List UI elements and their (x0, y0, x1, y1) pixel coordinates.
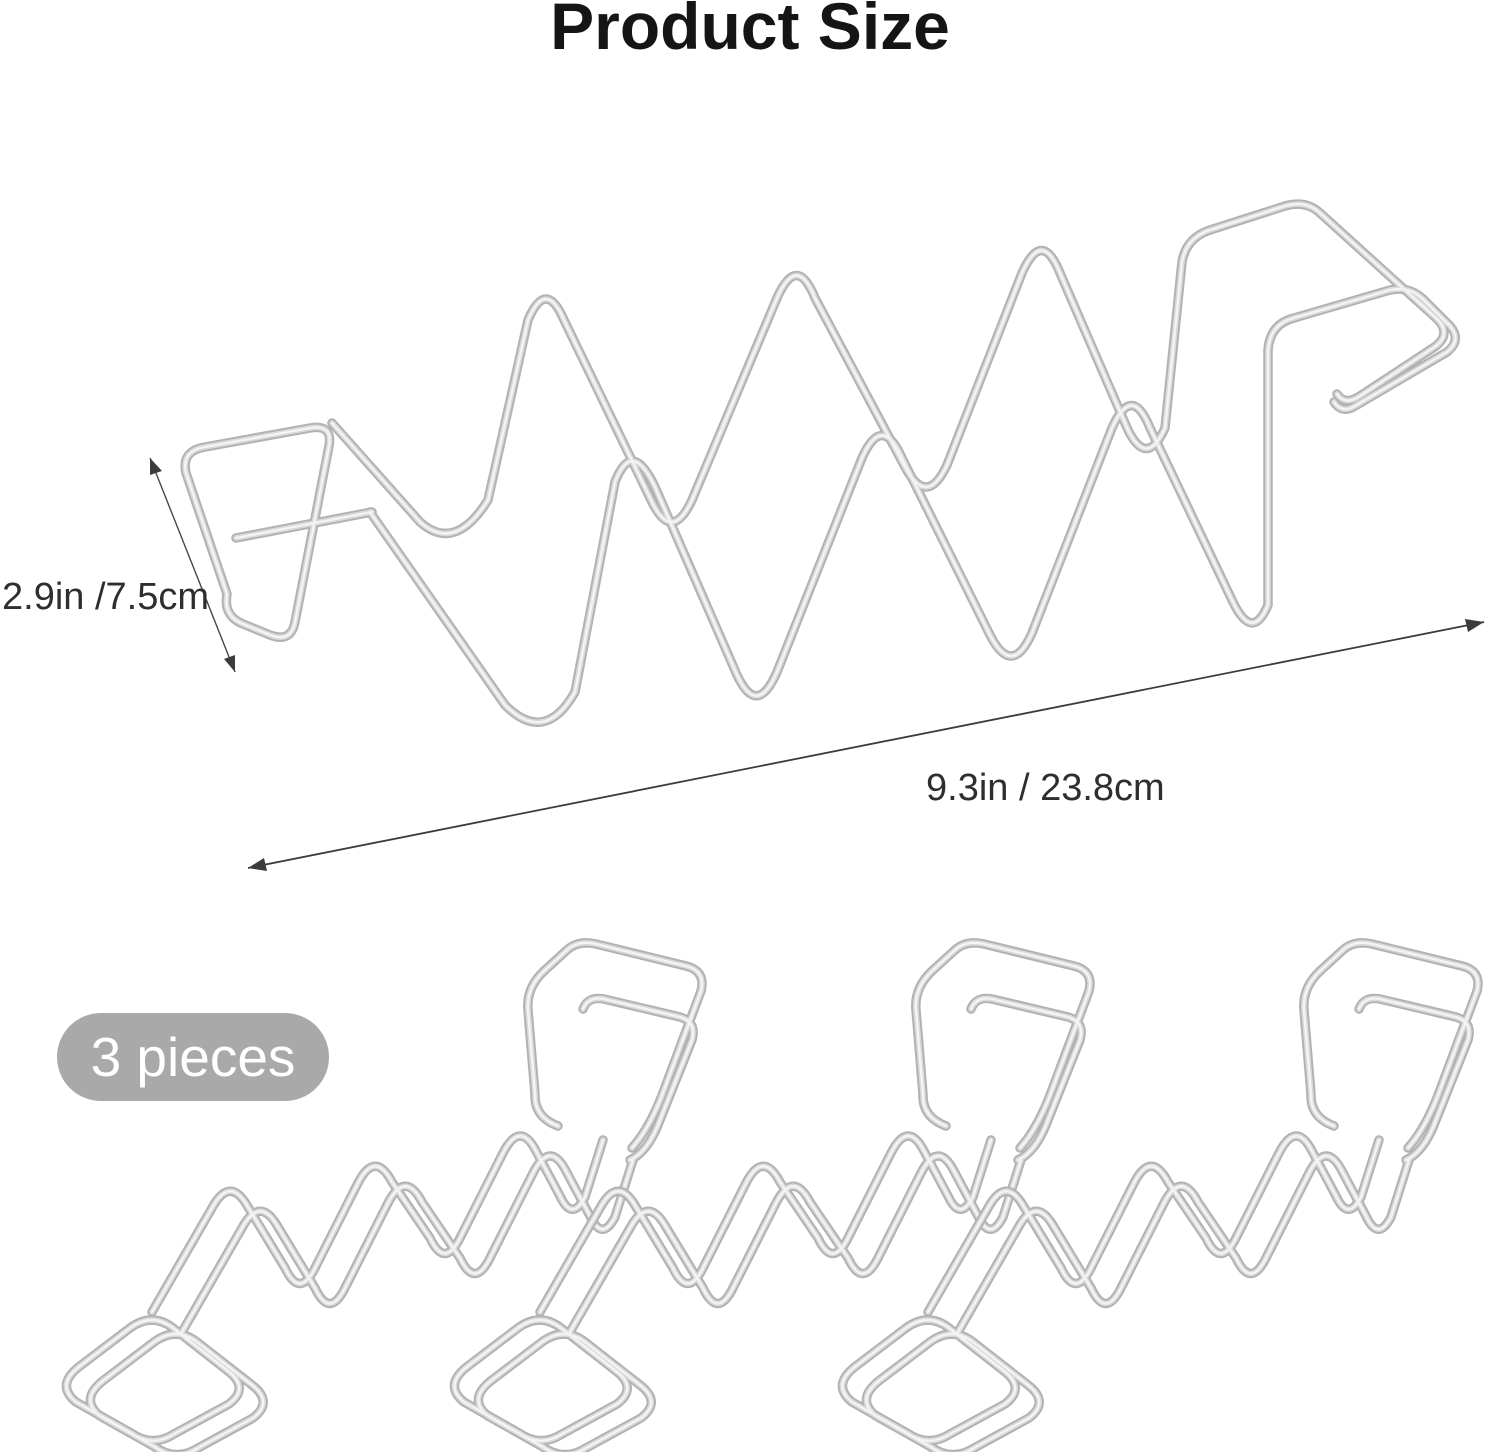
small-rack-3 (842, 943, 1478, 1452)
length-dimension-line (247, 619, 1485, 871)
page-title: Product Size (550, 0, 950, 63)
main-rack (185, 204, 1455, 722)
pieces-badge: 3 pieces (57, 1013, 329, 1101)
depth-dimension-label: 2.9in /7.5cm (2, 576, 209, 618)
length-dimension-label: 9.3in / 23.8cm (926, 767, 1165, 809)
depth-dimension-line (149, 457, 236, 673)
